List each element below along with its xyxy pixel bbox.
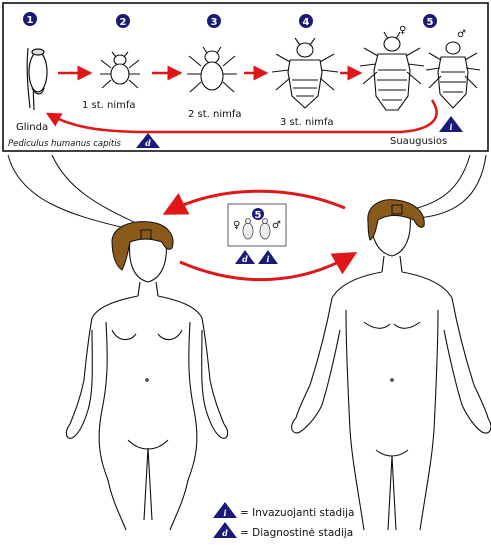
female-figure [66,240,227,530]
svg-text:5: 5 [255,210,262,221]
svg-text:d: d [222,528,228,538]
svg-text:d: d [242,254,248,264]
svg-text:5: 5 [427,17,434,28]
stage-1-label: Glinda [16,122,48,133]
stage-4-number-badge: 4 [299,14,313,28]
transmission-infective-badge: i [258,250,278,264]
svg-text:i: i [449,122,452,132]
transmission-male-symbol: ♂ [272,220,281,231]
species-label: Pediculus humanus capitis [8,139,122,149]
svg-text:1: 1 [27,15,34,26]
female-symbol: ♀ [399,25,406,36]
svg-text:4: 4 [303,17,310,28]
male-hair [368,200,424,240]
stage-5-number-badge: 5 [423,14,437,28]
callout-line-right-2 [418,155,486,218]
transmission-diagnostic-badge: d [235,250,255,264]
stage-1-number-badge: 1 [23,12,37,26]
male-figure [292,214,491,530]
legend-diagnostic-text: = Diagnostinė stadija [240,527,353,539]
stage-4-label: 3 st. nimfa [280,117,334,128]
legend-diagnostic-badge: d [213,522,237,538]
svg-text:2: 2 [120,17,127,28]
stage-5-label: Suaugusios [390,136,447,147]
stage-2-number-badge: 2 [116,14,130,28]
female-hair [112,222,173,270]
stage-3-label: 2 st. nimfa [188,109,242,120]
stage-3-number-badge: 3 [207,14,221,28]
legend-infective-text: = Invazuojanti stadija [240,507,354,519]
svg-text:d: d [145,138,151,148]
callout-line-left-2 [52,155,150,230]
svg-text:3: 3 [211,17,218,28]
svg-text:i: i [266,254,269,264]
svg-text:i: i [223,508,226,518]
legend-infective-badge: i [213,502,237,518]
male-symbol: ♂ [457,29,466,40]
stage-2-label: 1 st. nimfa [82,100,136,111]
callout-line-left [8,155,125,228]
transmission-female-symbol: ♀ [233,220,240,231]
